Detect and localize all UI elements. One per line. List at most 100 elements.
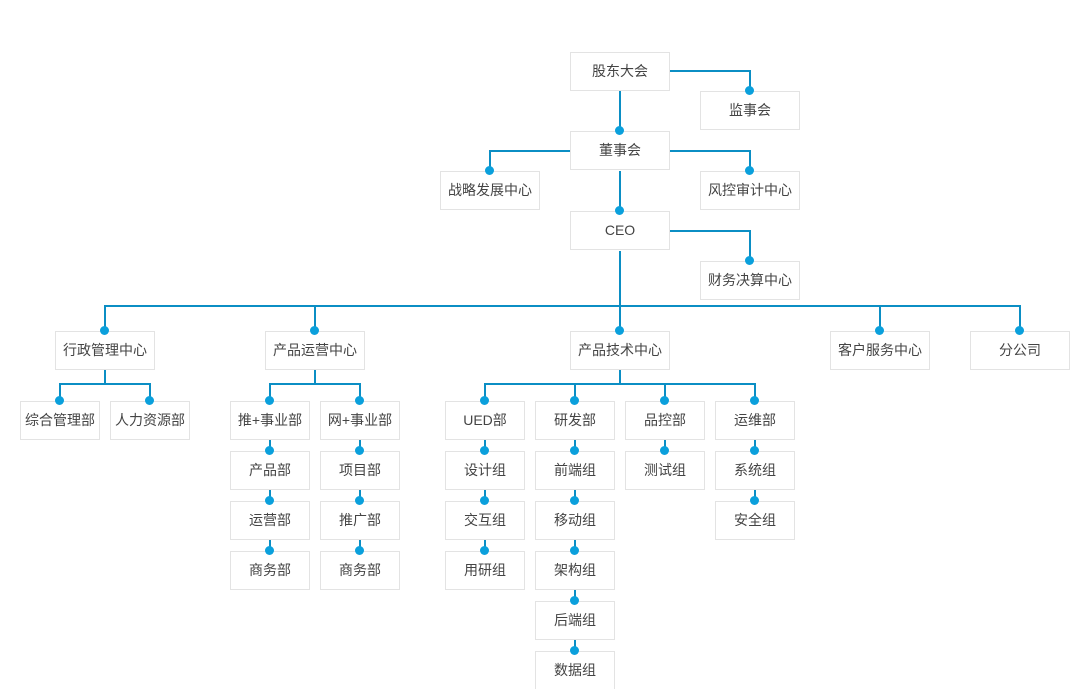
connector-operation-to-business-dept-left xyxy=(269,540,271,551)
node-supervisory-board[interactable]: 监事会 xyxy=(700,91,800,130)
dot-supervisory-board xyxy=(745,86,754,95)
node-admin-management-center[interactable]: 行政管理中心 xyxy=(55,331,155,370)
dot-ued-dept xyxy=(480,396,489,405)
connector-product-technology-stem xyxy=(619,369,621,384)
connector-shareholders-to-supervisory-vertical xyxy=(749,70,751,91)
node-rd-dept[interactable]: 研发部 xyxy=(535,401,615,440)
node-design-group[interactable]: 设计组 xyxy=(445,451,525,490)
dot-frontend-group xyxy=(570,446,579,455)
node-product-operation-center[interactable]: 产品运营中心 xyxy=(265,331,365,370)
dot-branch-company xyxy=(1015,326,1024,335)
connector-bus-to-product-operation-center xyxy=(314,305,316,331)
connector-pt-to-rd xyxy=(574,383,576,401)
node-user-research-group[interactable]: 用研组 xyxy=(445,551,525,590)
node-branch-company[interactable]: 分公司 xyxy=(970,331,1070,370)
connector-ops-to-system-group xyxy=(754,440,756,451)
node-interaction-group[interactable]: 交互组 xyxy=(445,501,525,540)
connector-frontend-to-mobile-group xyxy=(574,490,576,501)
dot-interaction-group xyxy=(480,496,489,505)
node-wang-business-unit[interactable]: 网+事业部 xyxy=(320,401,400,440)
connector-architecture-to-backend-group xyxy=(574,590,576,601)
dot-board-of-directors xyxy=(615,126,624,135)
dot-ops-dept xyxy=(750,396,759,405)
dot-general-management-dept xyxy=(55,396,64,405)
node-architecture-group[interactable]: 架构组 xyxy=(535,551,615,590)
connector-shareholders-to-supervisory-horizontal xyxy=(670,70,750,72)
node-human-resources-dept[interactable]: 人力资源部 xyxy=(110,401,190,440)
node-product-technology-center[interactable]: 产品技术中心 xyxy=(570,331,670,370)
node-test-group[interactable]: 测试组 xyxy=(625,451,705,490)
main-bus-horizontal xyxy=(104,305,1020,307)
node-system-group[interactable]: 系统组 xyxy=(715,451,795,490)
connector-product-operation-stem xyxy=(314,369,316,384)
dot-finance-settlement-center xyxy=(745,256,754,265)
dot-mobile-group xyxy=(570,496,579,505)
node-customer-service-center[interactable]: 客户服务中心 xyxy=(830,331,930,370)
dot-qa-dept xyxy=(660,396,669,405)
node-strategy-development-center[interactable]: 战略发展中心 xyxy=(440,171,540,210)
connector-tui-to-product-dept xyxy=(269,440,271,451)
connector-admin-to-general-management xyxy=(59,383,61,401)
node-tui-business-unit[interactable]: 推+事业部 xyxy=(230,401,310,440)
node-security-group[interactable]: 安全组 xyxy=(715,501,795,540)
product-operation-sub-bus xyxy=(269,383,360,385)
dot-business-dept-right xyxy=(355,546,364,555)
dot-promotion-dept xyxy=(355,496,364,505)
dot-system-group xyxy=(750,446,759,455)
dot-product-dept xyxy=(265,446,274,455)
node-board-of-directors[interactable]: 董事会 xyxy=(570,131,670,170)
connector-promotion-to-business-dept-right xyxy=(359,540,361,551)
node-shareholders-meeting[interactable]: 股东大会 xyxy=(570,52,670,91)
connector-wang-to-project-dept xyxy=(359,440,361,451)
node-ceo[interactable]: CEO xyxy=(570,211,670,250)
dot-product-technology-center xyxy=(615,326,624,335)
connector-board-to-risk-vertical xyxy=(749,150,751,171)
connector-backend-to-data-group xyxy=(574,640,576,651)
dot-strategy-development-center xyxy=(485,166,494,175)
node-promotion-dept[interactable]: 推广部 xyxy=(320,501,400,540)
node-ued-dept[interactable]: UED部 xyxy=(445,401,525,440)
connector-mobile-to-architecture-group xyxy=(574,540,576,551)
node-qa-dept[interactable]: 品控部 xyxy=(625,401,705,440)
node-project-dept[interactable]: 项目部 xyxy=(320,451,400,490)
connector-shareholders-to-board xyxy=(619,91,621,131)
dot-data-group xyxy=(570,646,579,655)
connector-ceo-to-finance-vertical xyxy=(749,230,751,261)
node-backend-group[interactable]: 后端组 xyxy=(535,601,615,640)
connector-product-to-operation-dept xyxy=(269,490,271,501)
dot-tui-business-unit xyxy=(265,396,274,405)
connector-interaction-to-user-research-group xyxy=(484,540,486,551)
dot-ceo xyxy=(615,206,624,215)
connector-pt-to-qa xyxy=(664,383,666,401)
connector-admin-center-stem xyxy=(104,369,106,384)
dot-business-dept-left xyxy=(265,546,274,555)
connector-pt-to-ops xyxy=(754,383,756,401)
node-business-dept-right[interactable]: 商务部 xyxy=(320,551,400,590)
node-frontend-group[interactable]: 前端组 xyxy=(535,451,615,490)
node-general-management-dept[interactable]: 综合管理部 xyxy=(20,401,100,440)
node-data-group[interactable]: 数据组 xyxy=(535,651,615,689)
connector-bus-to-admin-center xyxy=(104,305,106,331)
node-operation-dept[interactable]: 运营部 xyxy=(230,501,310,540)
connector-project-to-promotion-dept xyxy=(359,490,361,501)
product-technology-sub-bus xyxy=(484,383,755,385)
connector-bus-to-customer-service-center xyxy=(879,305,881,331)
node-product-dept[interactable]: 产品部 xyxy=(230,451,310,490)
dot-rd-dept xyxy=(570,396,579,405)
dot-design-group xyxy=(480,446,489,455)
node-risk-audit-center[interactable]: 风控审计中心 xyxy=(700,171,800,210)
dot-risk-audit-center xyxy=(745,166,754,175)
node-ops-dept[interactable]: 运维部 xyxy=(715,401,795,440)
connector-board-to-strategy-horizontal xyxy=(490,150,570,152)
connector-board-to-strategy-vertical xyxy=(489,150,491,171)
node-mobile-group[interactable]: 移动组 xyxy=(535,501,615,540)
connector-bus-to-product-technology-center xyxy=(619,305,621,331)
node-finance-settlement-center[interactable]: 财务决算中心 xyxy=(700,261,800,300)
dot-customer-service-center xyxy=(875,326,884,335)
connector-bus-to-branch-company xyxy=(1019,305,1021,331)
admin-center-sub-bus xyxy=(59,383,150,385)
node-business-dept-left[interactable]: 商务部 xyxy=(230,551,310,590)
connector-po-to-tui-unit xyxy=(269,383,271,401)
connector-pt-to-ued xyxy=(484,383,486,401)
dot-test-group xyxy=(660,446,669,455)
